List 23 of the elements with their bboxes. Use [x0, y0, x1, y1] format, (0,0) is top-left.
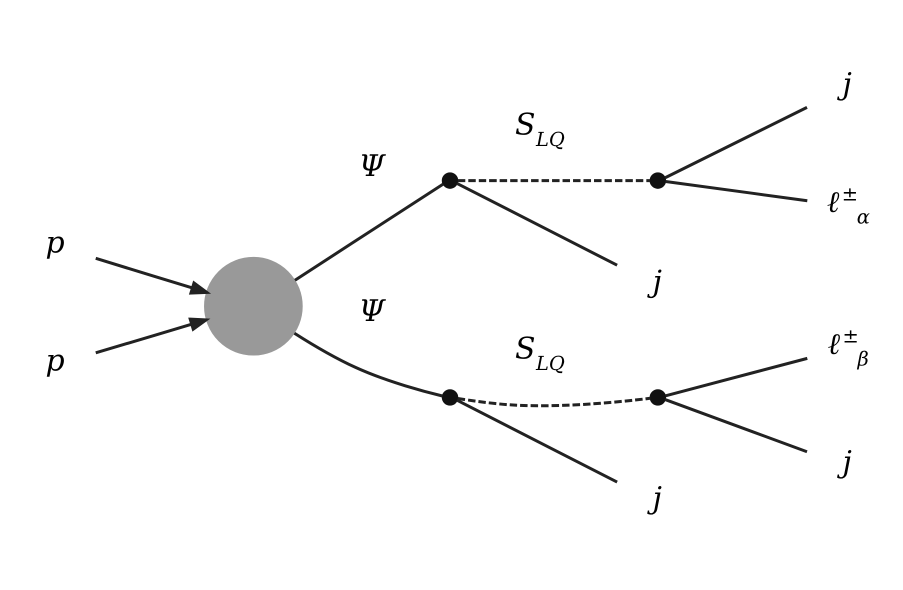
- node-circle: [204, 256, 303, 356]
- node-circle: [650, 389, 666, 406]
- node-text: p: [46, 225, 65, 260]
- connector: [458, 179, 650, 182]
- connector: [294, 182, 444, 282]
- connector: [294, 332, 443, 398]
- edge-label: Ψ: [358, 149, 386, 184]
- connector: [665, 180, 808, 202]
- node-circle: [442, 389, 458, 406]
- connector: [456, 398, 618, 484]
- connector: [664, 106, 808, 180]
- arrow: [95, 256, 212, 295]
- connector: [458, 396, 650, 408]
- node-circle: [442, 172, 458, 189]
- edge-label: S$_{LQ}$: [515, 107, 565, 151]
- connector: [665, 356, 808, 398]
- connector: [456, 182, 618, 267]
- node-text: p: [46, 344, 65, 379]
- arrow: [95, 318, 210, 354]
- edge-label: S$_{LQ}$: [515, 332, 565, 376]
- connector: [664, 398, 808, 454]
- node-circle: [650, 172, 666, 189]
- edge-label: Ψ: [358, 294, 386, 330]
